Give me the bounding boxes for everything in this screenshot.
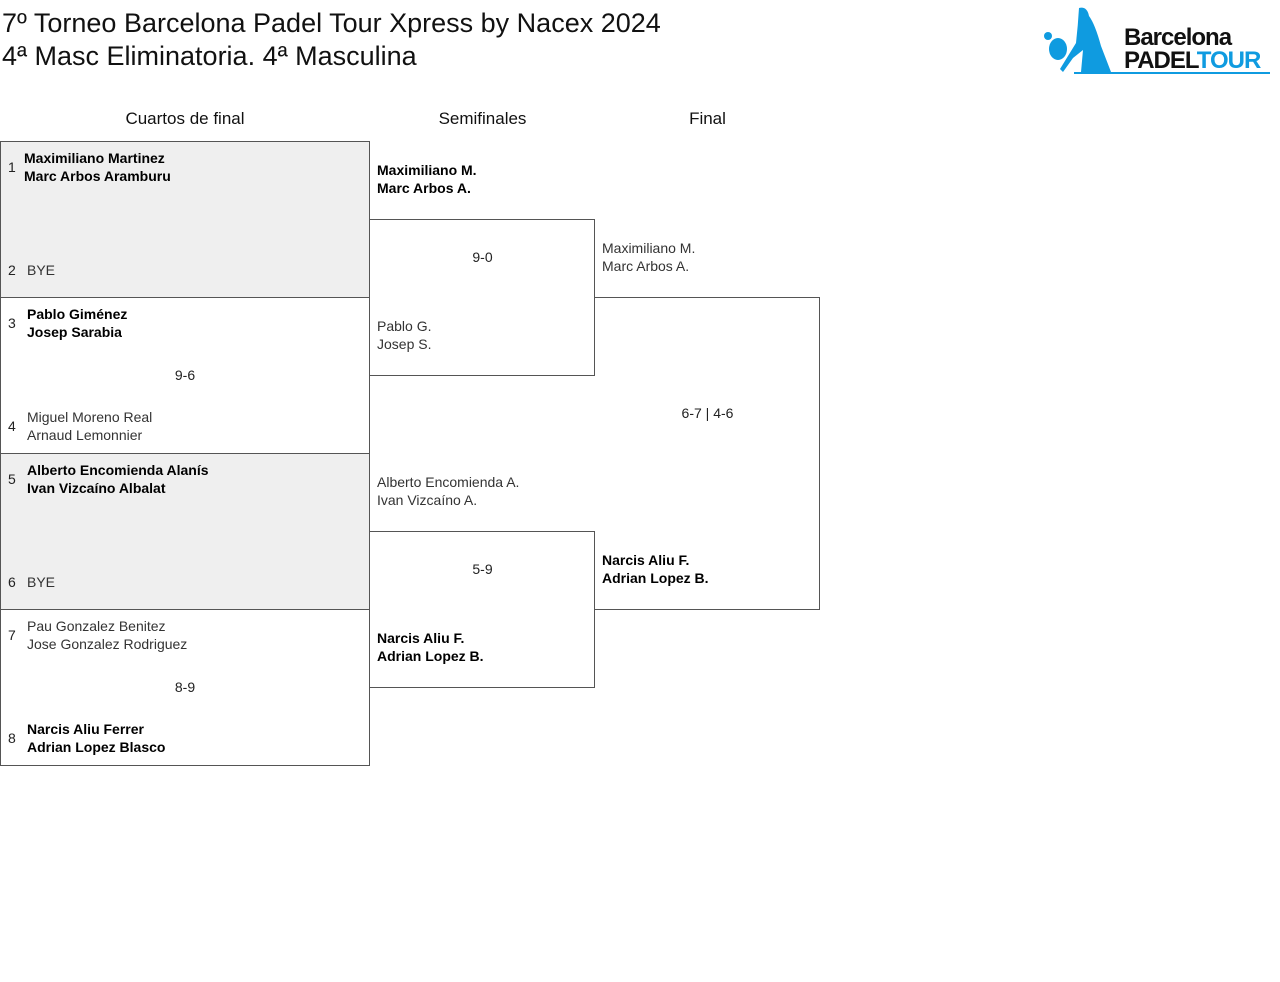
player: Marc Arbos A. xyxy=(377,180,471,196)
seed-number: 3 xyxy=(8,315,16,331)
logo-text-padel: PADEL xyxy=(1124,47,1198,74)
player: Adrian Lopez Blasco xyxy=(27,739,166,755)
player: Maximiliano M. xyxy=(377,162,477,178)
seed-number: 8 xyxy=(8,730,16,746)
logo-text-barcelona: Barcelona xyxy=(1124,24,1232,51)
match-score: 9-6 xyxy=(174,367,196,383)
player: Josep Sarabia xyxy=(27,324,122,340)
category-title: 4ª Masc Eliminatoria. 4ª Masculina xyxy=(2,41,417,71)
player: Narcis Aliu F. xyxy=(602,552,690,568)
player: Jose Gonzalez Rodriguez xyxy=(27,636,188,652)
player: Adrian Lopez B. xyxy=(602,570,709,586)
match-score: 8-9 xyxy=(174,679,196,695)
seed-number: 7 xyxy=(8,627,16,643)
player: Adrian Lopez B. xyxy=(377,648,484,664)
seed-number: 1 xyxy=(8,159,16,175)
player: Alberto Encomienda Alanís xyxy=(27,462,209,478)
round-header-semifinals: Semifinales xyxy=(438,109,527,128)
player: Narcis Aliu F. xyxy=(377,630,465,646)
player: Josep S. xyxy=(377,336,432,352)
team-b-bye: BYE xyxy=(27,574,56,590)
sf2-team-a: Alberto Encomienda A. Ivan Vizcaíno A. xyxy=(377,473,519,509)
final-team-a: Maximiliano M. Marc Arbos A. xyxy=(602,239,695,275)
team-b-bye: BYE xyxy=(27,262,56,278)
player: Miguel Moreno Real xyxy=(27,409,153,425)
player: Pablo Giménez xyxy=(27,306,128,322)
player: Marc Arbos Aramburu xyxy=(24,168,171,184)
player: Marc Arbos A. xyxy=(602,258,690,274)
sf2-team-b: Narcis Aliu F. Adrian Lopez B. xyxy=(377,629,484,665)
player: Pablo G. xyxy=(377,318,432,334)
round-header-final: Final xyxy=(689,109,726,128)
player: Maximiliano M. xyxy=(602,240,696,256)
padel-player-icon xyxy=(1044,7,1111,73)
logo-text-tour: TOUR xyxy=(1196,47,1262,74)
sf2-score: 5-9 xyxy=(472,561,493,577)
semifinal-match-1 xyxy=(370,219,595,376)
barcelona-padel-tour-logo: Barcelona PADELTOUR xyxy=(1044,6,1270,76)
logo-text-padel-tour: PADELTOUR xyxy=(1124,47,1262,75)
player: Narcis Aliu Ferrer xyxy=(27,721,144,737)
player: Ivan Vizcaíno A. xyxy=(377,492,478,508)
player: Alberto Encomienda A. xyxy=(377,474,520,490)
logo-underline xyxy=(1074,72,1270,74)
player: Arnaud Lemonnier xyxy=(27,427,143,443)
seed-number: 5 xyxy=(8,471,16,487)
seed-number: 4 xyxy=(8,418,16,434)
semifinal-match-2 xyxy=(370,531,595,688)
seed-number: 6 xyxy=(8,574,16,590)
player: Maximiliano Martinez xyxy=(24,150,165,166)
seed-number: 2 xyxy=(8,262,16,278)
sf1-team-b: Pablo G. Josep S. xyxy=(377,317,431,353)
tournament-title: 7º Torneo Barcelona Padel Tour Xpress by… xyxy=(2,8,661,38)
player: Pau Gonzalez Benitez xyxy=(27,618,166,634)
sf1-team-a: Maximiliano M. Marc Arbos A. xyxy=(377,161,477,197)
final-team-b: Narcis Aliu F. Adrian Lopez B. xyxy=(602,551,709,587)
player: Ivan Vizcaíno Albalat xyxy=(27,480,166,496)
sf1-score: 9-0 xyxy=(472,249,493,265)
round-header-quarterfinals: Cuartos de final xyxy=(125,109,245,128)
final-score: 6-7 | 4-6 xyxy=(681,405,734,421)
final-match xyxy=(595,297,820,610)
